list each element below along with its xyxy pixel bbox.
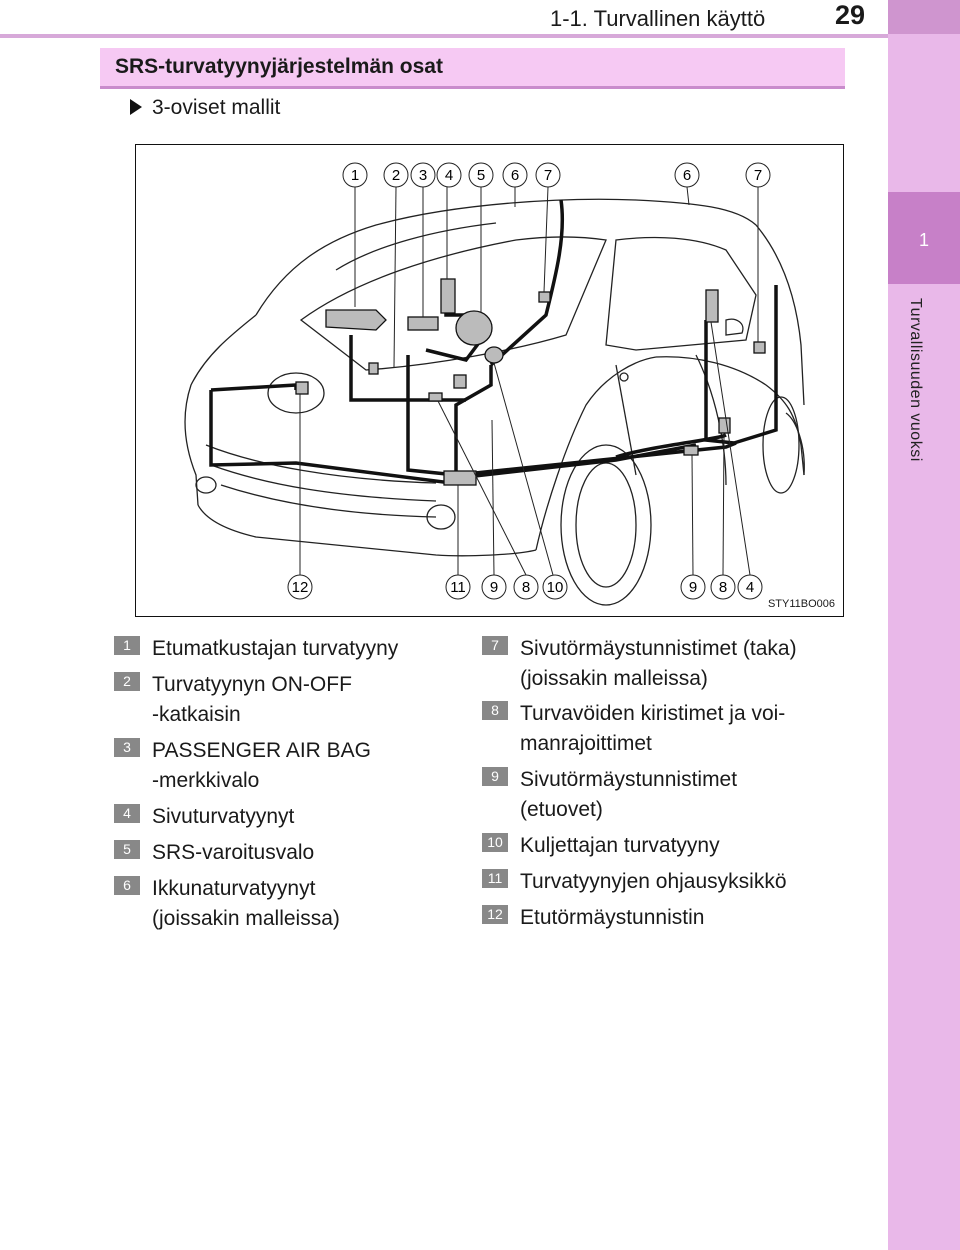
- svg-text:4: 4: [445, 167, 453, 184]
- svg-text:4: 4: [746, 579, 754, 596]
- number-badge: 9: [482, 767, 508, 786]
- section-heading: SRS-turvatyynyjärjestelmän osat: [115, 55, 443, 78]
- running-header-title: 1-1. Turvallinen käyttö: [550, 6, 766, 31]
- svg-text:9: 9: [689, 579, 697, 596]
- legend-text: Etutörmäystunnistin: [520, 906, 705, 929]
- svg-text:12: 12: [292, 579, 309, 596]
- svg-text:2: 2: [392, 167, 400, 184]
- svg-text:1: 1: [351, 167, 359, 184]
- callout-4: 4: [436, 162, 462, 188]
- car-outline: [184, 198, 805, 606]
- chapter-label-container: Turvallisuuden vuoksi: [906, 298, 936, 498]
- model-subheading-text: 3-oviset mallit: [152, 96, 281, 119]
- number-badge: 6: [114, 876, 140, 895]
- chapter-label: Turvallisuuden vuoksi: [907, 298, 924, 462]
- legend-text: Ikkunaturvatyynyt(joissakin malleissa): [152, 877, 340, 930]
- chapter-number: 1: [918, 230, 929, 250]
- chapter-side-strip: [888, 0, 960, 1250]
- number-badge: 1: [114, 636, 140, 655]
- svg-text:5: 5: [477, 167, 485, 184]
- legend-text: PASSENGER AIR BAG-merkkivalo: [152, 739, 372, 792]
- legend-text: Kuljettajan turvatyyny: [520, 834, 720, 857]
- number-badge: 4: [114, 804, 140, 823]
- callout-1: 1: [342, 162, 368, 188]
- legend-text: Turvavöiden kiristimet ja voi-manrajoitt…: [520, 702, 786, 755]
- number-badge: 3: [114, 738, 140, 757]
- svg-text:6: 6: [511, 167, 519, 184]
- srs-components: [295, 278, 766, 486]
- callout-9: 9: [481, 574, 507, 600]
- section-heading-box: SRS-turvatyynyjärjestelmän osat: [100, 48, 845, 89]
- svg-text:8: 8: [522, 579, 530, 596]
- callout-9b: 9: [680, 574, 706, 600]
- header-divider: [0, 34, 888, 38]
- chapter-number-tab[interactable]: 1: [888, 192, 960, 284]
- number-badge: 11: [482, 869, 508, 888]
- callout-10: 10: [542, 574, 568, 600]
- srs-wiring-harness: [209, 199, 778, 485]
- triangle-bullet-icon: [130, 99, 142, 115]
- callout-3: 3: [410, 162, 436, 188]
- callout-12: 12: [287, 574, 313, 600]
- legend-text: Etumatkustajan turvatyyny: [152, 637, 399, 660]
- callout-8b: 8: [710, 574, 736, 600]
- callout-11: 11: [445, 574, 471, 600]
- legend-text: Sivutörmäystunnistimet(etuovet): [520, 768, 738, 821]
- number-badge: 12: [482, 905, 508, 924]
- page-number: 29: [835, 0, 866, 30]
- callout-6: 6: [502, 162, 528, 188]
- legend-text: Turvatyynyjen ohjausyksikkö: [520, 870, 787, 893]
- callout-6b: 6: [674, 162, 700, 188]
- callout-4b: 4: [737, 574, 763, 600]
- callout-5: 5: [468, 162, 494, 188]
- illustration-code: STY11BO006: [767, 598, 835, 610]
- bottom-callouts: 12 11 9 8 10 9 8 4: [287, 574, 763, 600]
- top-callouts: 1 2 3 4 5 6 7 6 7: [342, 162, 771, 188]
- chapter-side-strip-top: [888, 0, 960, 34]
- srs-component-diagram: 1 2 3 4 5 6 7 6 7 12 11 9 8 10 9 8 4 STY…: [135, 144, 844, 617]
- legend-text: Sivuturvatyynyt: [152, 805, 295, 828]
- number-badge: 10: [482, 833, 508, 852]
- svg-text:6: 6: [683, 167, 691, 184]
- svg-text:3: 3: [419, 167, 427, 184]
- svg-text:8: 8: [719, 579, 727, 596]
- callout-7: 7: [535, 162, 561, 188]
- svg-text:10: 10: [547, 579, 564, 596]
- number-badge: 7: [482, 636, 508, 655]
- leader-lines: [299, 186, 759, 576]
- callout-7b: 7: [745, 162, 771, 188]
- model-subheading: 3-oviset mallit: [130, 96, 280, 120]
- number-badge: 2: [114, 672, 140, 691]
- svg-text:9: 9: [490, 579, 498, 596]
- number-badge: 8: [482, 701, 508, 720]
- legend-text: Turvatyynyn ON-OFF-katkaisin: [152, 673, 352, 726]
- svg-text:7: 7: [754, 167, 762, 184]
- legend-text: SRS-varoitusvalo: [152, 841, 315, 864]
- svg-text:7: 7: [544, 167, 552, 184]
- callout-2: 2: [383, 162, 409, 188]
- callout-8: 8: [513, 574, 539, 600]
- car-illustration: 1 2 3 4 5 6 7 6 7 12 11 9 8 10 9 8 4: [184, 162, 805, 606]
- svg-text:11: 11: [450, 579, 466, 596]
- number-badge: 5: [114, 840, 140, 859]
- legend-text: Sivutörmäystunnistimet (taka)(joissakin …: [520, 637, 797, 690]
